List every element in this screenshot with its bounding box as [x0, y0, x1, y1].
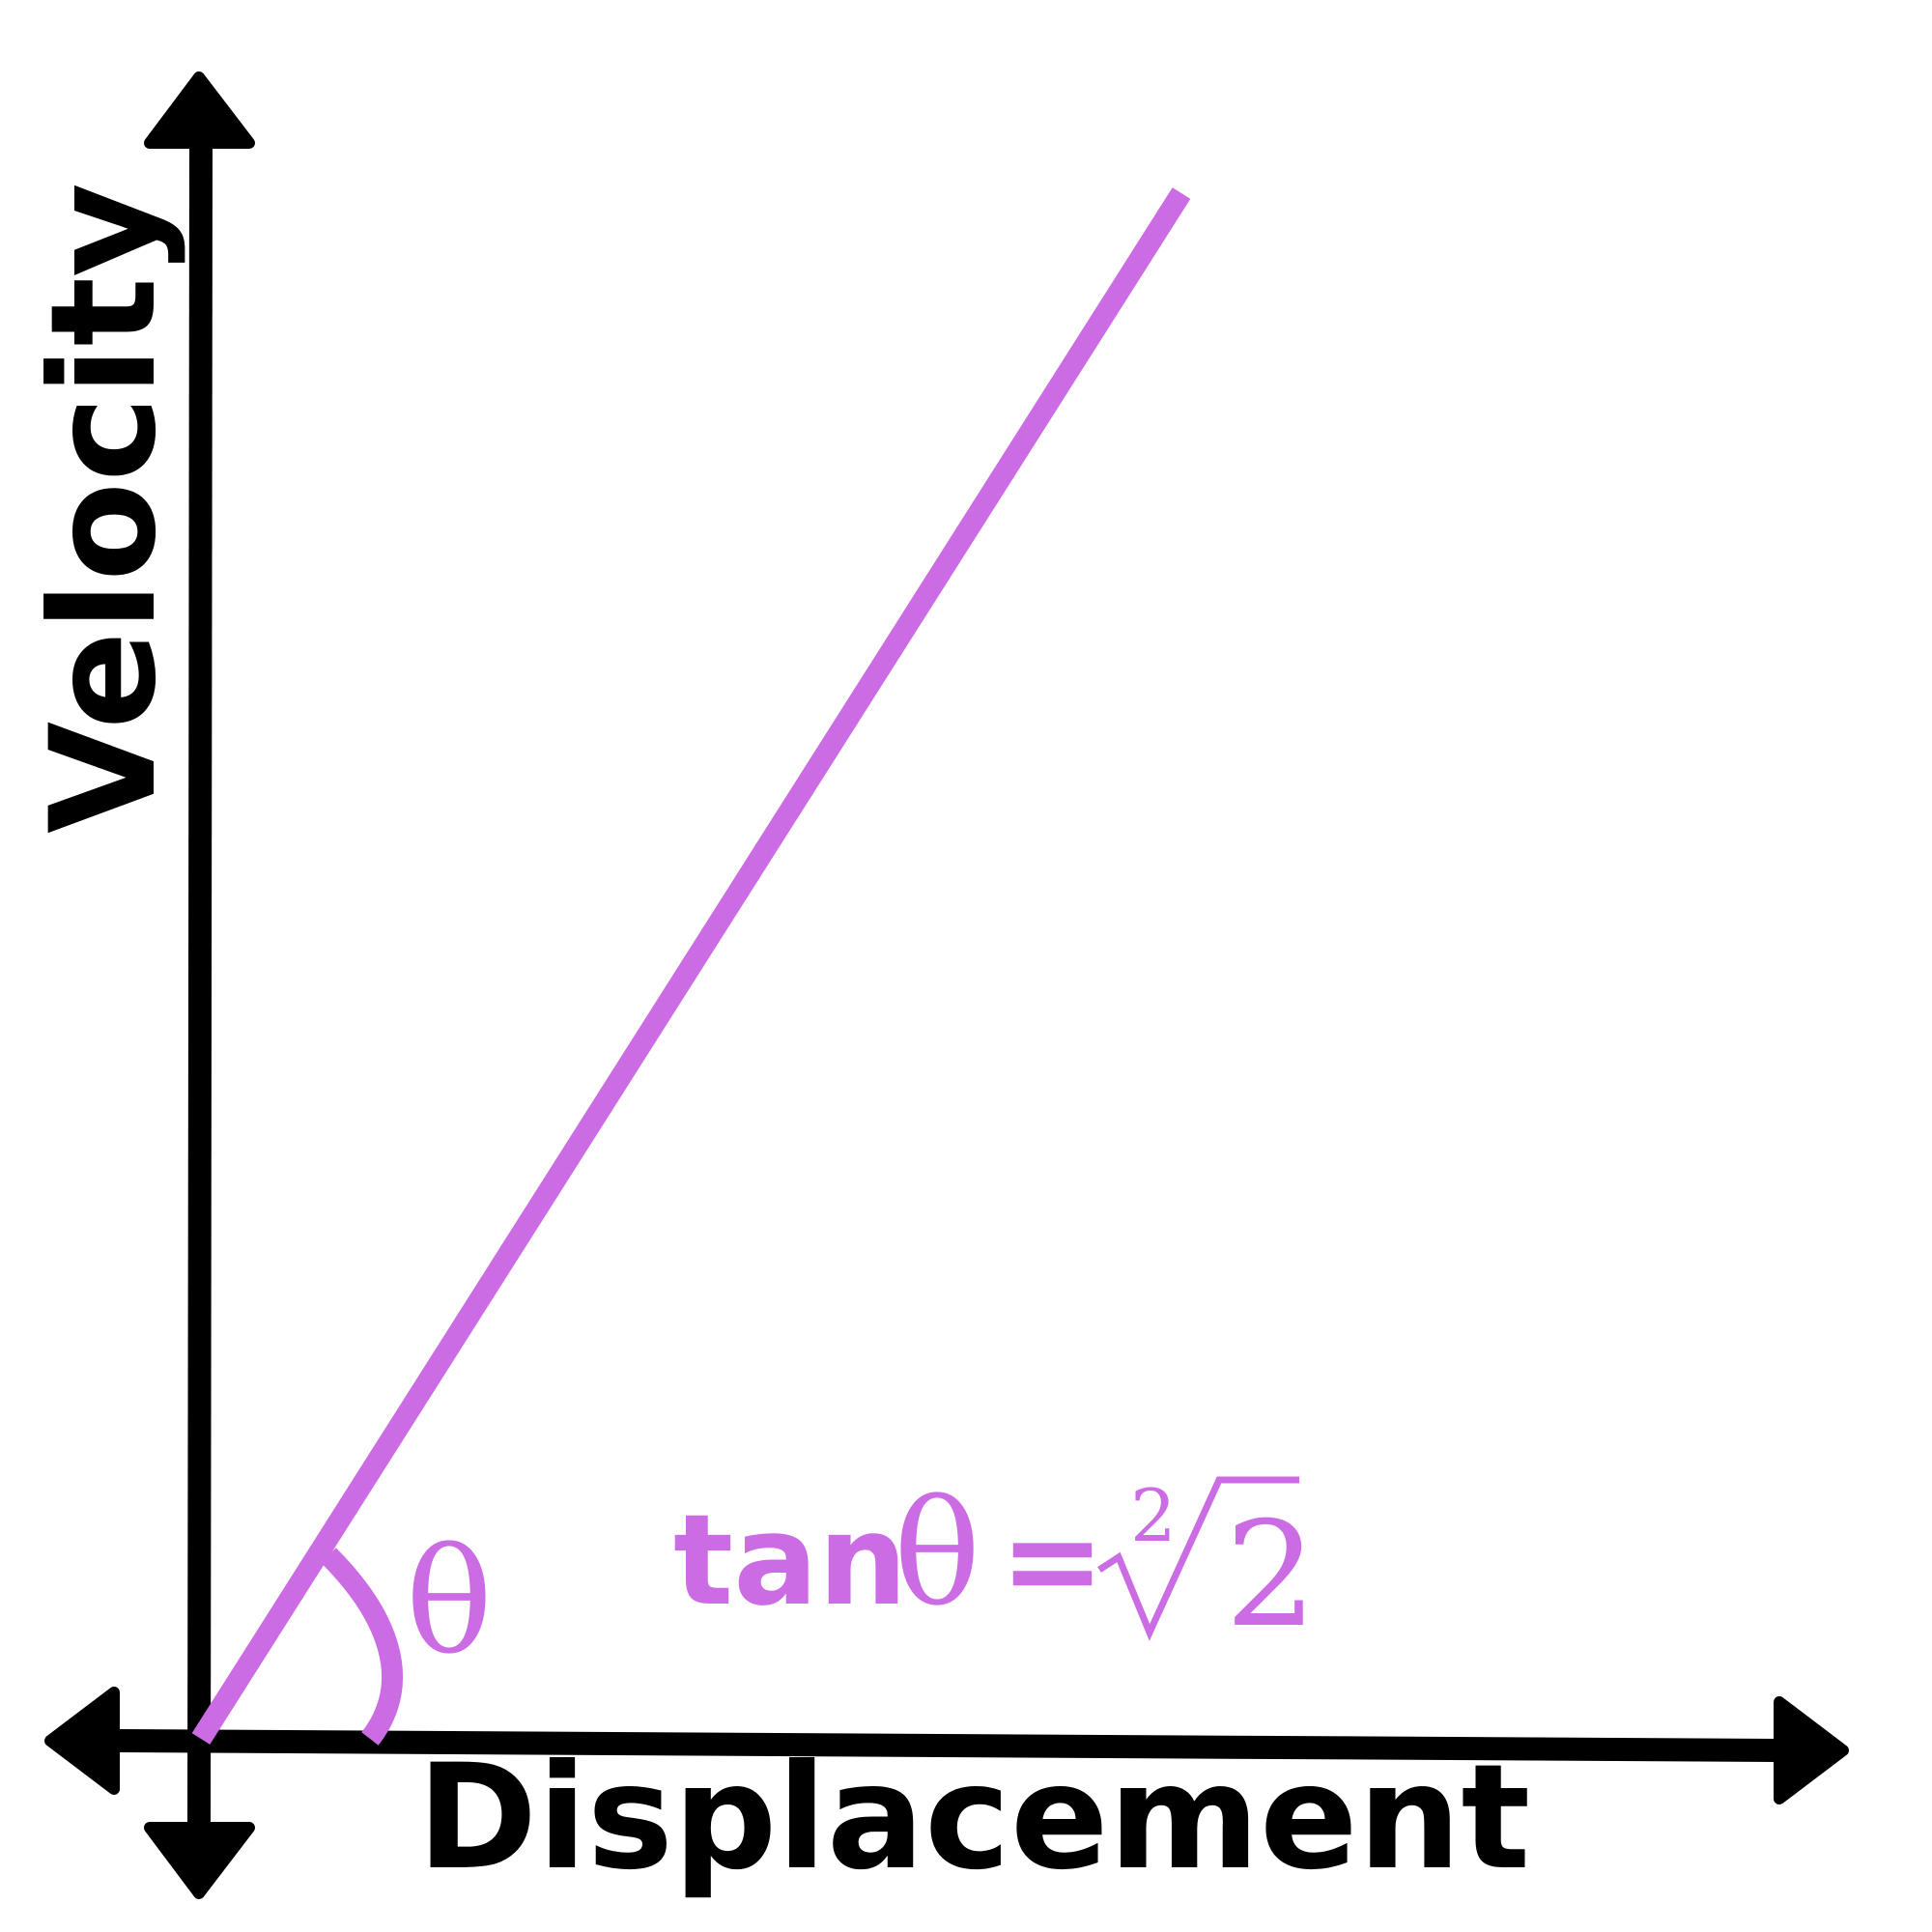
x-axis-line — [113, 1729, 1778, 1762]
y-axis-label: Velocity — [20, 183, 188, 834]
y-axis — [144, 71, 255, 1899]
equation-equals: = — [1000, 1487, 1105, 1634]
equation-radicand: 2 — [1225, 1492, 1317, 1660]
angle-theta-label: θ — [406, 1519, 493, 1687]
equation-root-index: 2 — [1130, 1473, 1177, 1558]
x-axis — [44, 1687, 1849, 1804]
equation-function: tan — [673, 1487, 907, 1634]
angle-arc — [321, 1548, 403, 1746]
radical-sign-icon — [1097, 1476, 1299, 1641]
x-axis-right-arrow — [1774, 1696, 1849, 1804]
y-axis-top-arrow — [144, 71, 255, 149]
y-axis-bottom-arrow — [144, 1822, 255, 1899]
x-axis-label: Displacement — [417, 1734, 1530, 1902]
equation-theta: θ — [894, 1470, 980, 1638]
plot-line — [191, 187, 1191, 1745]
y-axis-line — [187, 144, 213, 1827]
slope-equation: tan θ = 2 2 — [673, 1470, 1317, 1660]
x-axis-left-arrow — [44, 1687, 120, 1795]
